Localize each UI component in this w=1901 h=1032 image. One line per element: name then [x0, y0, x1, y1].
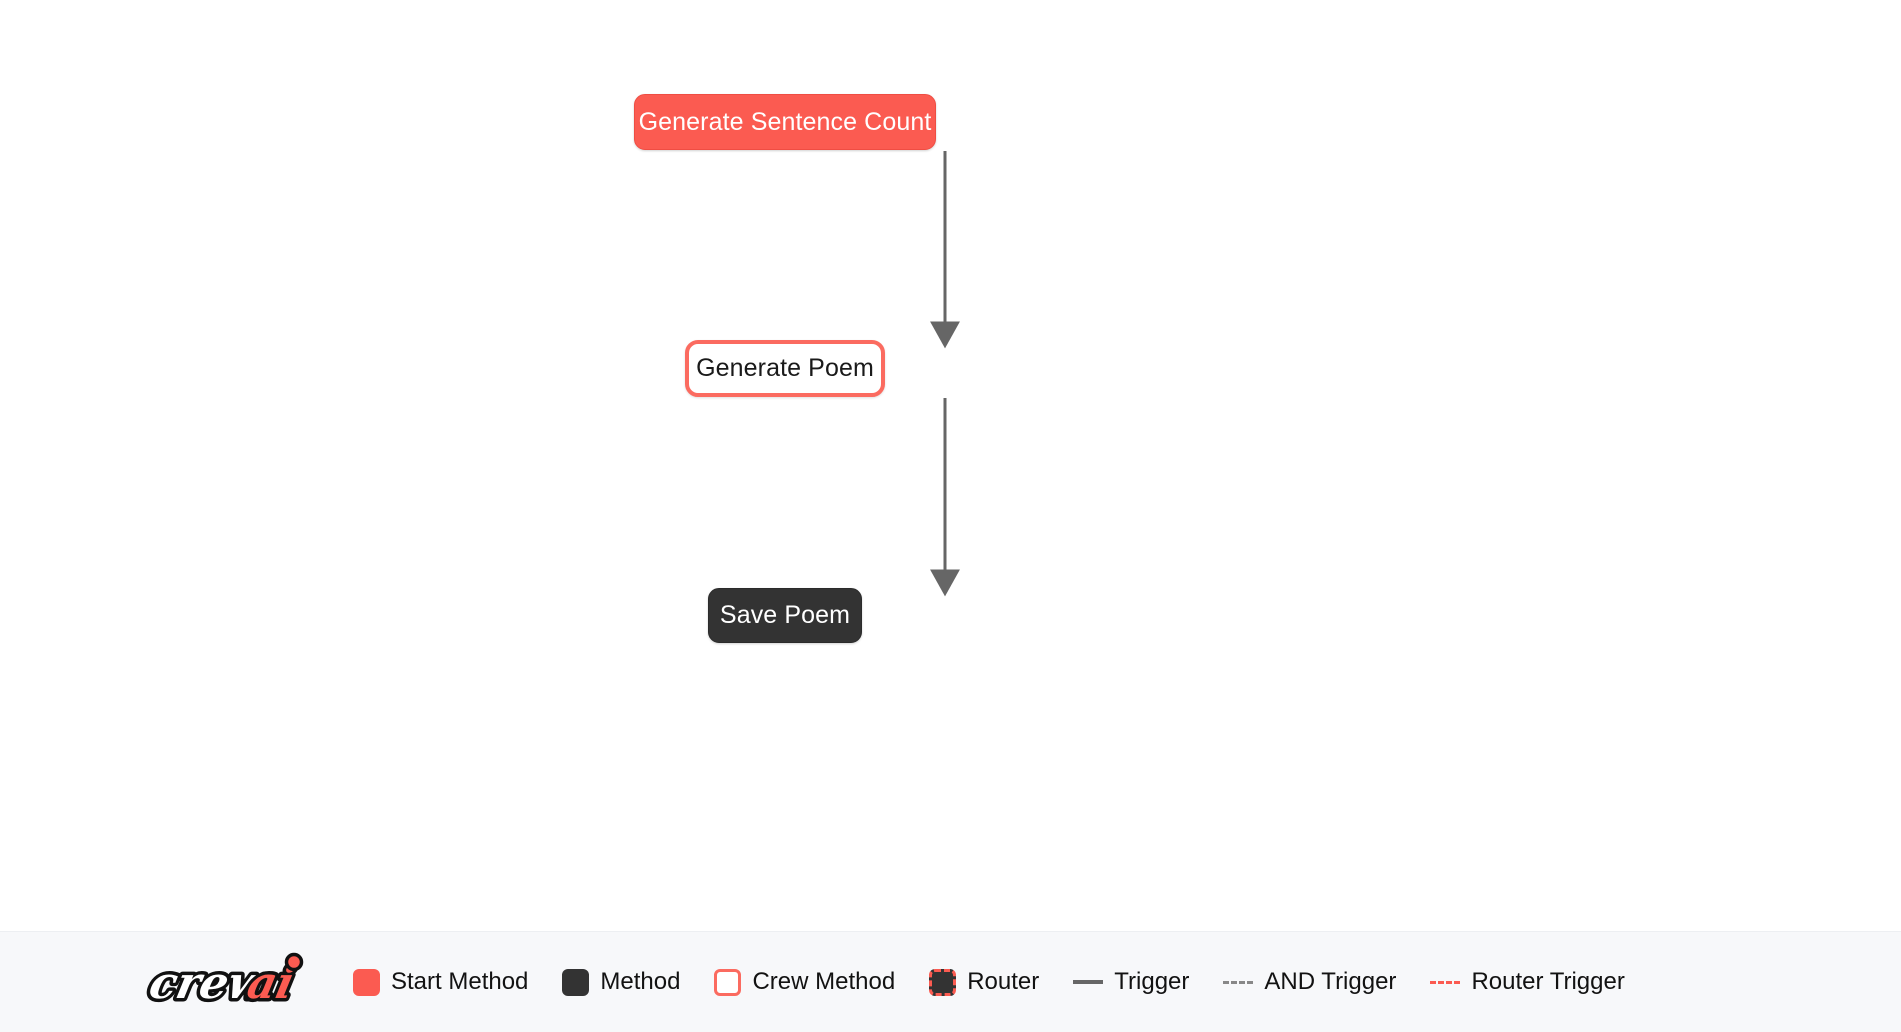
start-method-swatch-icon	[353, 968, 380, 996]
router-trigger-line-icon	[1430, 980, 1461, 984]
legend-label: Router	[967, 968, 1040, 995]
crew-method-swatch-icon	[714, 968, 742, 996]
legend-label: AND Trigger	[1264, 968, 1397, 995]
flow-node-label: Generate Poem	[696, 354, 874, 382]
legend-item-trigger: Trigger	[1073, 970, 1189, 994]
router-swatch-icon	[929, 968, 957, 996]
legend-label: Start Method	[391, 968, 529, 995]
legend-item-router-trigger: Router Trigger	[1430, 968, 1625, 995]
legend-bar: crew ai Start Method Method Crew Method …	[0, 931, 1901, 1032]
legend-item-crew-method: Crew Method	[714, 968, 896, 996]
edge-layer	[930, 151, 960, 597]
legend-item-start-method: Start Method	[353, 968, 529, 996]
legend-label: Router Trigger	[1471, 968, 1625, 995]
method-swatch-icon	[562, 968, 590, 996]
flow-node-label: Generate Sentence Count	[638, 107, 932, 136]
legend-item-router: Router	[929, 968, 1040, 996]
legend-label: Crew Method	[752, 968, 896, 995]
legend-items: Start Method Method Crew Method Router T…	[353, 968, 1625, 996]
flow-canvas[interactable]: Generate Sentence Count Generate Poem Sa…	[0, 0, 1901, 931]
legend-item-method: Method	[562, 968, 681, 996]
legend-item-and-trigger: AND Trigger	[1223, 970, 1396, 994]
legend-label: Trigger	[1114, 968, 1190, 995]
svg-text:crew: crew	[145, 957, 273, 1008]
crewai-logo: crew ai	[141, 952, 304, 1012]
legend-label: Method	[600, 968, 681, 995]
flow-node-generate-poem[interactable]: Generate Poem	[685, 340, 885, 397]
trigger-line-icon	[1073, 980, 1104, 984]
flow-node-label: Save Poem	[719, 601, 851, 629]
flow-node-save-poem[interactable]: Save Poem	[708, 588, 862, 643]
and-trigger-line-icon	[1223, 980, 1254, 984]
flow-node-generate-sentence-count[interactable]: Generate Sentence Count	[634, 94, 936, 150]
